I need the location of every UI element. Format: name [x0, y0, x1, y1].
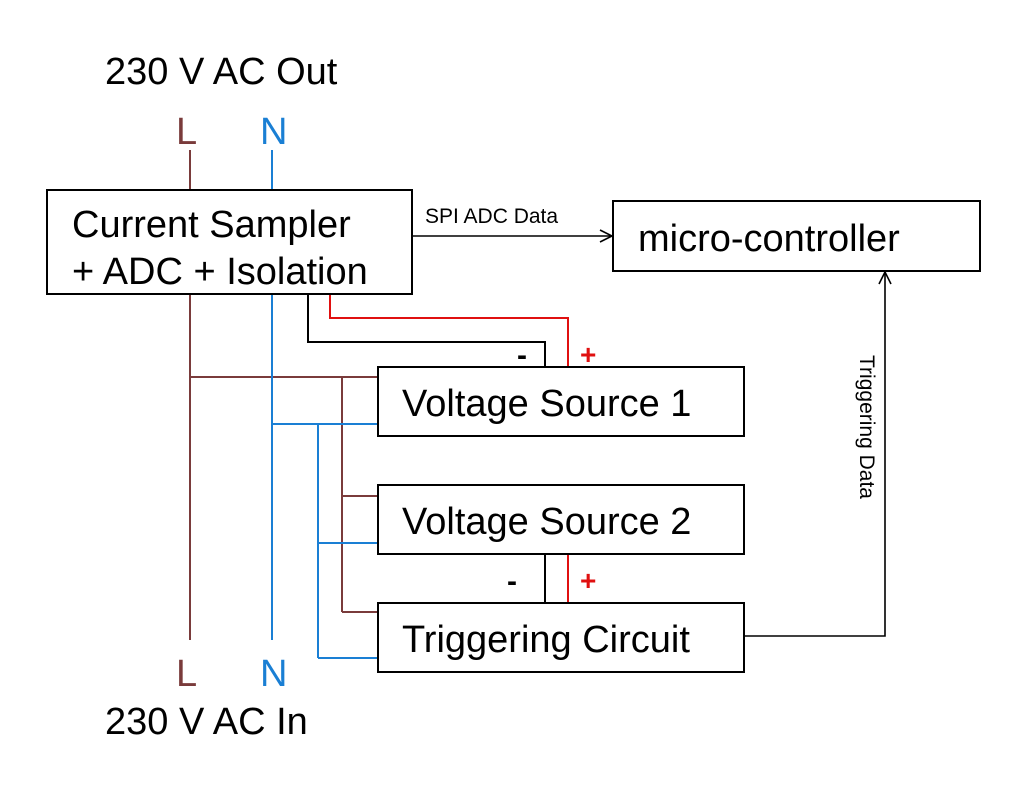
input-title: 230 V AC In: [105, 701, 308, 743]
trigger-data-arrow: [744, 272, 885, 637]
micro-controller-label: micro-controller: [638, 218, 900, 260]
triggering-circuit-label: Triggering Circuit: [402, 619, 690, 661]
output-neutral-label: N: [260, 111, 287, 153]
input-line-label: L: [176, 653, 197, 695]
voltage-source-1-box: [377, 366, 745, 437]
output-line-label: L: [176, 111, 197, 153]
voltage-source-2-box: [377, 484, 745, 555]
spi-label: SPI ADC Data: [425, 205, 558, 228]
line-wires: [189, 150, 378, 640]
vs1-plus-label: +: [580, 339, 596, 370]
sampler-label-line2: + ADC + Isolation: [72, 251, 368, 293]
neutral-wires: [271, 150, 378, 659]
sampler-positive-wire: [329, 294, 569, 367]
micro-controller-box: [612, 200, 981, 272]
output-title: 230 V AC Out: [105, 51, 338, 93]
voltage-source-2-label: Voltage Source 2: [402, 501, 691, 543]
triggering-circuit-box: [377, 602, 745, 673]
input-neutral-label: N: [260, 653, 287, 695]
voltage-source-1-label: Voltage Source 1: [402, 383, 691, 425]
sampler-negative-wire: [307, 294, 546, 367]
vs1-minus-label: -: [517, 339, 527, 372]
sampler-label-line1: Current Sampler: [72, 204, 351, 246]
current-sampler-box: [46, 189, 413, 295]
trigger-minus-label: -: [507, 565, 517, 598]
trigger-data-label: Triggering Data: [855, 355, 878, 499]
trigger-plus-label: +: [580, 565, 596, 596]
